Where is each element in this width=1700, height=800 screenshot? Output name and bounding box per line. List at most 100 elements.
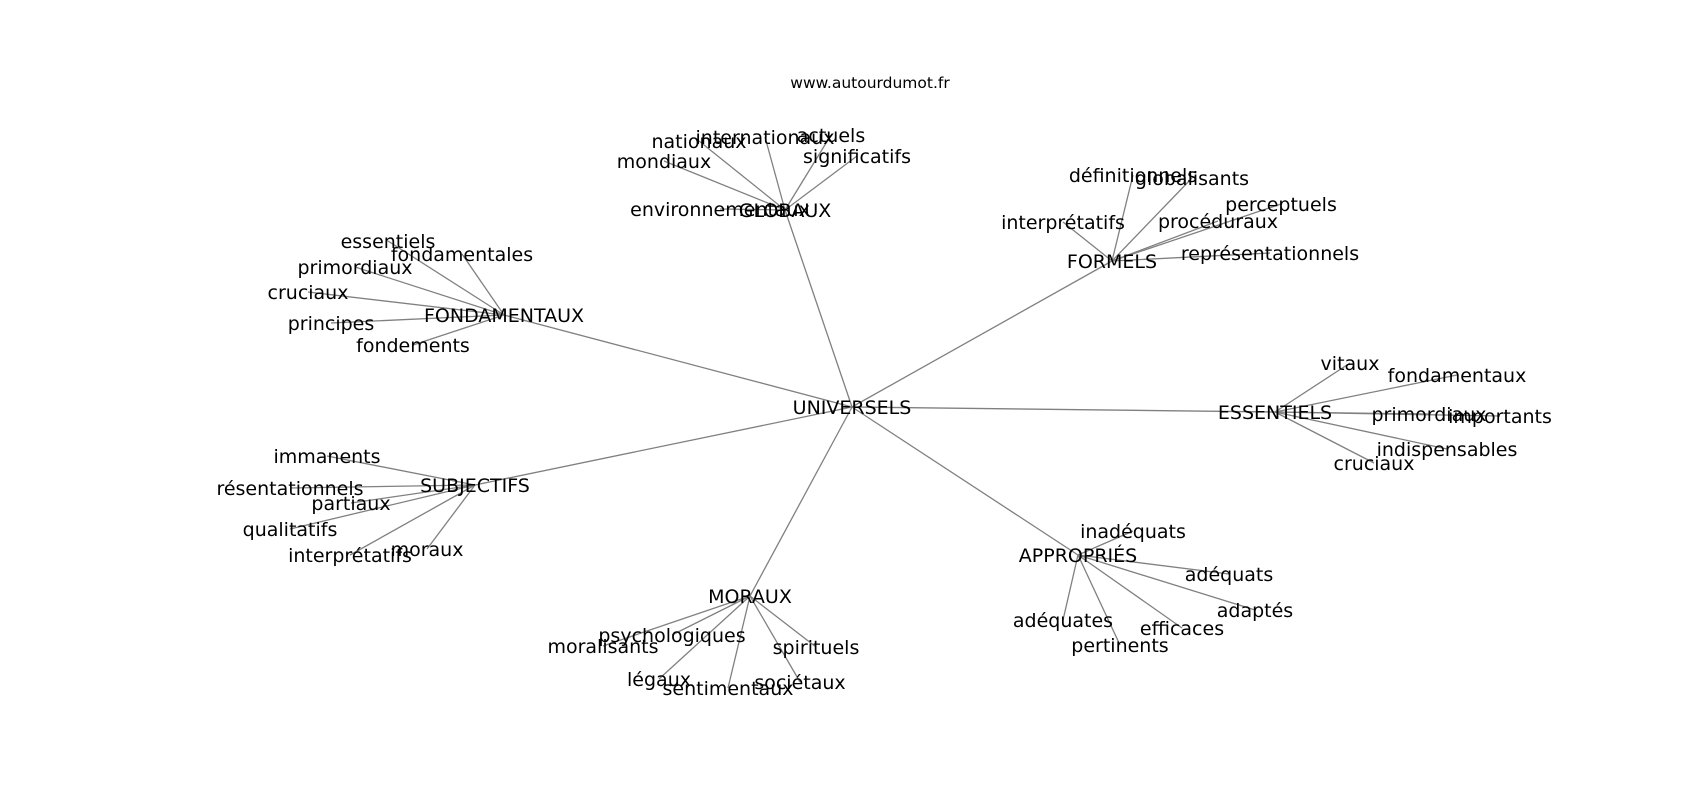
word-node-label[interactable]: sentimentaux (663, 678, 794, 700)
word-node-label[interactable]: cruciaux (268, 282, 349, 304)
word-node-label[interactable]: fondamentaux (1388, 365, 1527, 387)
edge-group-to-word (1077, 554, 1256, 611)
edge-group-to-word (671, 595, 751, 636)
word-node-label[interactable]: adaptés (1217, 600, 1293, 622)
edge-group-to-word (749, 595, 801, 683)
edge-group-to-word (1274, 362, 1351, 413)
edge-group-to-word (764, 136, 786, 211)
word-node-label[interactable]: internationaux (696, 127, 835, 149)
word-node-label[interactable]: pertinents (1071, 635, 1168, 657)
word-node-label[interactable]: représentationnels (1181, 243, 1359, 265)
word-node-label[interactable]: adéquats (1185, 564, 1274, 586)
word-node-label[interactable]: fondements (356, 335, 470, 357)
word-node-label[interactable]: principes (288, 313, 375, 335)
group-node-label[interactable]: GLOBAUX (739, 200, 832, 222)
edge-group-to-word (289, 484, 476, 489)
edge-group-to-word (1062, 554, 1079, 621)
word-node-label[interactable]: cruciaux (1334, 453, 1415, 475)
edge-center-to-group (474, 406, 853, 486)
edge-group-to-word (1111, 177, 1193, 262)
edge-group-to-word (1111, 174, 1134, 262)
word-node-label[interactable]: interprétatifs (288, 545, 412, 567)
group-node-label[interactable]: FORMELS (1067, 251, 1157, 273)
word-node-label[interactable]: psychologiques (598, 625, 745, 647)
edge-group-to-word (602, 595, 751, 647)
edge-group-to-word (354, 266, 505, 316)
word-node-label[interactable]: perceptuels (1225, 194, 1337, 216)
word-node-label[interactable]: fondamentales (391, 244, 533, 266)
edge-group-to-word (1274, 411, 1375, 464)
word-node-label[interactable]: légaux (627, 669, 691, 691)
edge-group-to-word (719, 208, 786, 211)
edge-group-to-word (289, 484, 476, 530)
group-node-label[interactable]: ESSENTIELS (1218, 402, 1332, 424)
edge-group-to-word (387, 240, 505, 316)
group-node-label[interactable]: APPROPRIÉS (1019, 544, 1137, 567)
edge-group-to-word (1111, 252, 1271, 262)
word-node-label[interactable]: primordiaux (1371, 404, 1486, 426)
edge-center-to-group (851, 260, 1113, 408)
word-node-label[interactable]: définitionnels (1069, 165, 1197, 187)
word-node-label[interactable]: primordiaux (297, 257, 412, 279)
word-node-label[interactable]: spirituels (773, 637, 860, 659)
word-node-label[interactable]: procéduraux (1158, 211, 1278, 233)
site-watermark[interactable]: www.autourdumot.fr (790, 74, 950, 92)
word-node-label[interactable]: partiaux (311, 493, 390, 515)
word-node-label[interactable]: immanents (273, 446, 380, 468)
word-node-label[interactable]: résentationnels (216, 478, 363, 500)
edge-group-to-word (1077, 554, 1183, 629)
edge-group-to-word (698, 140, 786, 211)
labels-layer: UNIVERSELS GLOBAUX nationauxinternationaux… (216, 125, 1551, 700)
word-node-label[interactable]: nationaux (651, 131, 746, 153)
edge-group-to-word (326, 455, 476, 486)
edge-group-to-word (784, 155, 858, 211)
word-node-label[interactable]: inadéquats (1080, 521, 1186, 543)
word-node-label[interactable]: mondiaux (617, 151, 711, 173)
edge-group-to-word (658, 595, 751, 680)
edge-group-to-word (1111, 220, 1219, 262)
edge-group-to-word (461, 253, 505, 316)
group-node-label[interactable]: FONDAMENTAUX (424, 305, 584, 327)
edge-group-to-word (784, 134, 832, 211)
center-node-label[interactable]: UNIVERSELS (793, 397, 912, 419)
edge-group-to-word (307, 291, 505, 316)
edge-group-to-word (1111, 203, 1282, 262)
edge-group-to-word (330, 314, 505, 324)
edge-group-to-word (1274, 411, 1501, 417)
word-node-label[interactable]: moraux (391, 539, 464, 561)
edge-center-to-group (749, 406, 853, 597)
edge-group-to-word (663, 160, 786, 211)
edge-group-to-word (1077, 554, 1230, 575)
group-node-label[interactable]: SUBJECTIFS (420, 475, 530, 497)
edges-layer (289, 134, 1501, 689)
word-node-label[interactable]: importants (1448, 406, 1552, 428)
edge-group-to-word (426, 484, 476, 550)
word-node-label[interactable]: indispensables (1377, 439, 1518, 461)
word-node-label[interactable]: actuels (797, 125, 865, 147)
word-node-label[interactable]: moralisants (547, 636, 658, 658)
edge-group-to-word (1274, 374, 1458, 413)
edge-group-to-word (349, 484, 476, 556)
word-node-label[interactable]: adéquates (1013, 610, 1113, 632)
edge-center-to-group (851, 406, 1276, 413)
word-node-label[interactable]: significatifs (803, 146, 911, 168)
word-node-label[interactable]: interprétatifs (1001, 212, 1125, 234)
word-node-label[interactable]: vitaux (1321, 353, 1380, 375)
edge-center-to-group (503, 314, 853, 408)
group-node-label[interactable]: MORAUX (708, 586, 792, 608)
edge-group-to-word (1274, 411, 1448, 450)
word-node-label[interactable]: efficaces (1140, 618, 1224, 640)
word-node-label[interactable]: environnementaux (630, 199, 810, 221)
edge-group-to-word (1062, 221, 1113, 262)
edge-center-to-group (851, 406, 1079, 556)
edge-group-to-word (350, 484, 476, 504)
edge-group-to-word (749, 595, 817, 648)
edge-group-to-word (1077, 554, 1121, 646)
edge-group-to-word (1077, 530, 1134, 556)
word-node-label[interactable]: essentiels (341, 231, 436, 253)
edge-group-to-word (412, 314, 505, 346)
word-node-label[interactable]: globalisants (1135, 168, 1249, 190)
word-node-label[interactable]: qualitatifs (243, 519, 338, 541)
word-node-label[interactable]: sociétaux (754, 672, 845, 694)
